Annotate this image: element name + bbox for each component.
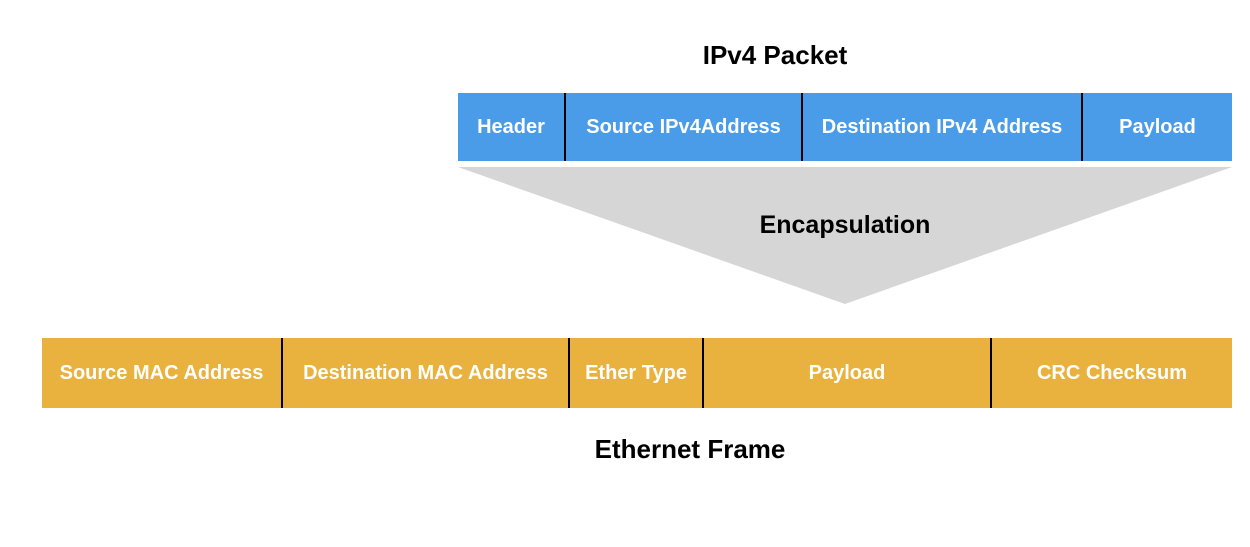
ipv4-segment-source-address: Source IPv4Address	[566, 93, 801, 161]
ethernet-segment-source-mac: Source MAC Address	[42, 338, 281, 408]
ipv4-segment-destination-address: Destination IPv4 Address	[803, 93, 1081, 161]
ipv4-segment-header: Header	[458, 93, 564, 161]
ethernet-frame-bar: Source MAC Address Destination MAC Addre…	[42, 338, 1232, 408]
ipv4-segment-payload: Payload	[1083, 93, 1232, 161]
ethernet-segment-ether-type: Ether Type	[570, 338, 702, 408]
ethernet-segment-crc-checksum: CRC Checksum	[992, 338, 1232, 408]
ipv4-packet-title: IPv4 Packet	[702, 40, 848, 70]
ipv4-packet-bar: Header Source IPv4Address Destination IP…	[458, 93, 1232, 161]
ethernet-segment-payload: Payload	[704, 338, 990, 408]
encapsulation-label: Encapsulation	[759, 211, 931, 239]
ethernet-segment-destination-mac: Destination MAC Address	[283, 338, 568, 408]
ethernet-frame-title: Ethernet Frame	[594, 434, 786, 464]
